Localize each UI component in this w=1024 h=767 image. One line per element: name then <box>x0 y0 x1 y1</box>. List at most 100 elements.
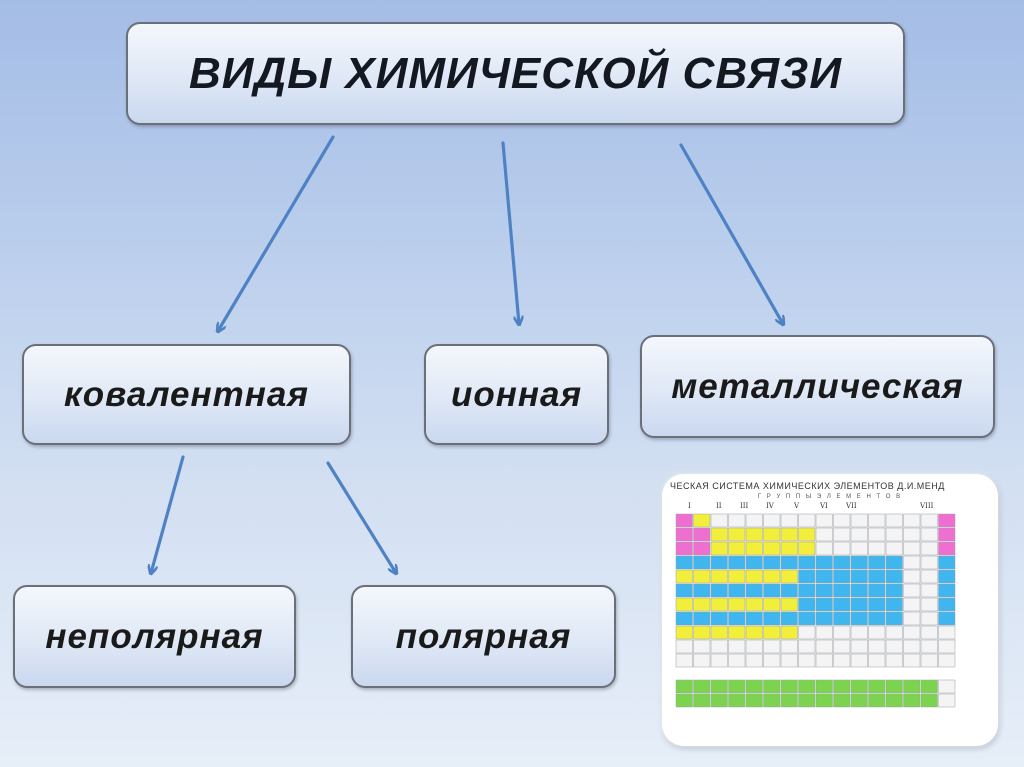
element-cell <box>904 570 921 583</box>
element-cell <box>904 640 921 653</box>
element-cell <box>834 694 851 707</box>
element-cell <box>869 556 886 569</box>
element-cell <box>816 680 833 693</box>
element-cell <box>729 584 746 597</box>
element-cell <box>746 694 763 707</box>
ionic-bond-box: ионная <box>424 344 609 445</box>
element-cell <box>676 528 693 541</box>
element-cell <box>921 680 938 693</box>
element-cell <box>676 598 693 611</box>
element-cell <box>746 612 763 625</box>
element-cell <box>869 528 886 541</box>
element-cell <box>921 514 938 527</box>
element-cell <box>851 612 868 625</box>
element-cell <box>694 584 711 597</box>
element-cell <box>869 626 886 639</box>
group-label: I <box>688 502 691 510</box>
element-cell <box>764 654 781 667</box>
element-cell <box>746 680 763 693</box>
group-label: III <box>740 502 749 510</box>
element-cell <box>851 640 868 653</box>
element-cell <box>711 612 728 625</box>
group-label: V <box>793 502 800 510</box>
element-cell <box>904 542 921 555</box>
element-cell <box>869 694 886 707</box>
element-cell <box>799 612 816 625</box>
element-cell <box>746 654 763 667</box>
element-cell <box>904 612 921 625</box>
element-cell <box>851 654 868 667</box>
element-cell <box>676 584 693 597</box>
arrow-to-covalent <box>218 137 333 331</box>
element-cell <box>904 598 921 611</box>
element-cell <box>799 528 816 541</box>
element-cell <box>939 640 956 653</box>
element-cell <box>729 570 746 583</box>
element-cell <box>834 542 851 555</box>
diagram-title: ВИДЫ ХИМИЧЕСКОЙ СВЯЗИ <box>126 22 905 125</box>
element-cell <box>834 528 851 541</box>
element-cell <box>764 528 781 541</box>
element-cell <box>746 528 763 541</box>
element-cell <box>834 598 851 611</box>
group-label: VIII <box>919 502 934 510</box>
element-cell <box>781 612 798 625</box>
element-cell <box>939 570 956 583</box>
element-cell <box>939 654 956 667</box>
element-cell <box>676 640 693 653</box>
element-cell <box>729 680 746 693</box>
element-cell <box>939 528 956 541</box>
element-cell <box>921 640 938 653</box>
element-cell <box>869 654 886 667</box>
element-cell <box>781 556 798 569</box>
element-cell <box>816 514 833 527</box>
element-cell <box>834 584 851 597</box>
group-label: VI <box>819 502 828 510</box>
element-cell <box>781 598 798 611</box>
group-label: VII <box>845 502 857 510</box>
element-cell <box>781 640 798 653</box>
element-cells <box>676 514 955 707</box>
element-cell <box>834 556 851 569</box>
element-cell <box>781 570 798 583</box>
element-cell <box>764 640 781 653</box>
arrow-to-polar <box>328 463 396 573</box>
element-cell <box>764 626 781 639</box>
element-cell <box>939 612 956 625</box>
element-cell <box>764 680 781 693</box>
element-cell <box>746 626 763 639</box>
element-cell <box>834 654 851 667</box>
element-cell <box>851 528 868 541</box>
element-cell <box>869 640 886 653</box>
element-cell <box>711 542 728 555</box>
element-cell <box>834 640 851 653</box>
element-cell <box>694 570 711 583</box>
element-cell <box>781 654 798 667</box>
element-cell <box>869 598 886 611</box>
element-cell <box>676 570 693 583</box>
element-cell <box>869 542 886 555</box>
element-cell <box>694 612 711 625</box>
element-cell <box>869 612 886 625</box>
element-cell <box>869 680 886 693</box>
element-cell <box>939 514 956 527</box>
element-cell <box>816 612 833 625</box>
element-cell <box>746 514 763 527</box>
element-cell <box>676 680 693 693</box>
element-cell <box>851 542 868 555</box>
element-cell <box>869 570 886 583</box>
element-cell <box>799 654 816 667</box>
element-cell <box>904 556 921 569</box>
element-cell <box>799 514 816 527</box>
polar-covalent-box: полярная <box>351 585 616 688</box>
element-cell <box>729 556 746 569</box>
element-cell <box>694 640 711 653</box>
element-cell <box>694 598 711 611</box>
element-cell <box>816 694 833 707</box>
element-cell <box>886 626 903 639</box>
element-cell <box>851 598 868 611</box>
element-cell <box>921 570 938 583</box>
element-cell <box>886 528 903 541</box>
element-cell <box>816 556 833 569</box>
metallic-bond-box: металлическая <box>640 335 995 438</box>
